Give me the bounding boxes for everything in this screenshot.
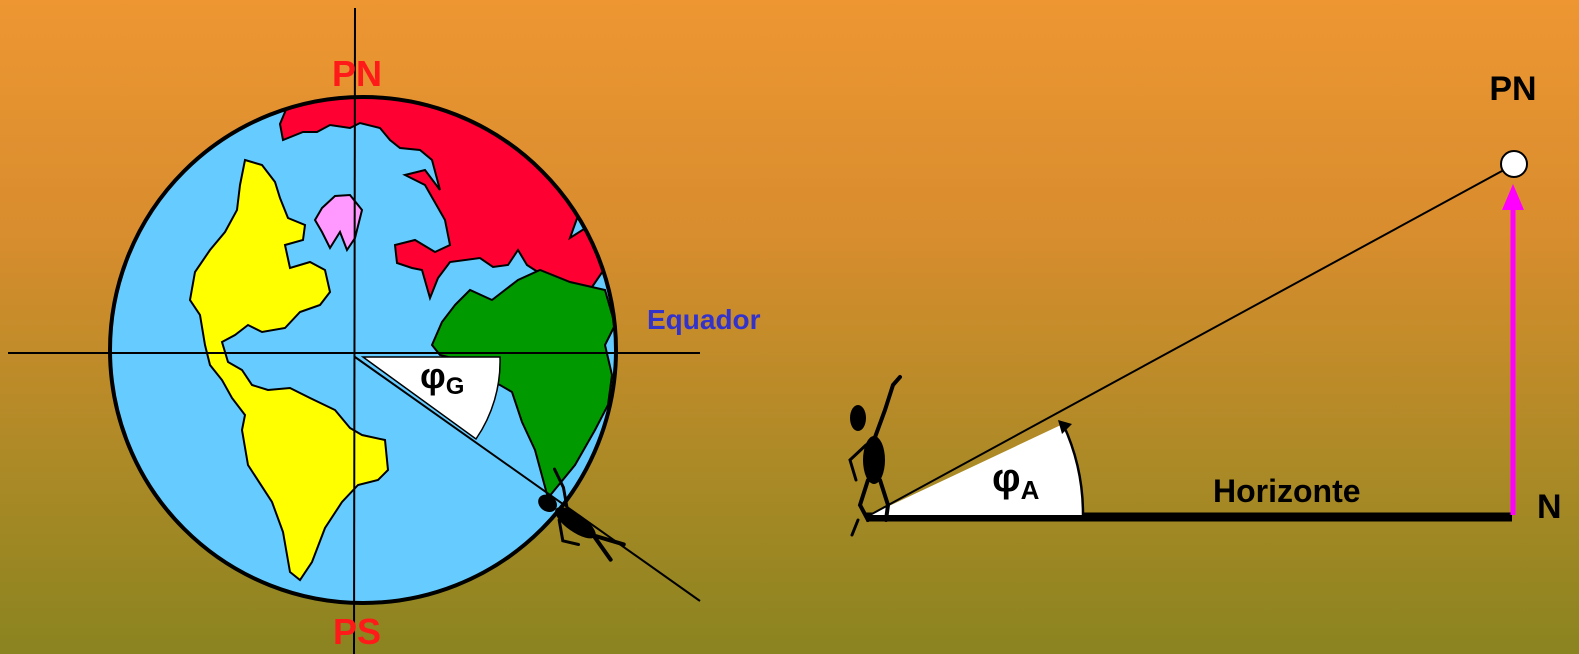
sight-line <box>870 165 1513 515</box>
angle-subscript-g: G <box>446 373 465 400</box>
pole-star <box>1501 151 1527 177</box>
south-pole-label: PS <box>333 611 381 652</box>
globe: PN PS Equador φG <box>8 8 761 654</box>
angle-symbol-g: φ <box>420 355 446 396</box>
pole-label: PN <box>1489 70 1536 108</box>
polar-axis <box>354 8 355 654</box>
angle-symbol-a: φ <box>992 456 1021 500</box>
north-pole-label: PN <box>332 53 382 94</box>
horizon-diagram: φA PN N Horizonte <box>850 70 1562 535</box>
pole-arrowhead <box>1502 184 1524 210</box>
angle-wedge-a <box>870 424 1083 515</box>
north-label: N <box>1537 488 1562 526</box>
horizon-label: Horizonte <box>1213 473 1361 509</box>
angle-subscript-a: A <box>1021 475 1040 505</box>
equator-label: Equador <box>647 304 761 335</box>
